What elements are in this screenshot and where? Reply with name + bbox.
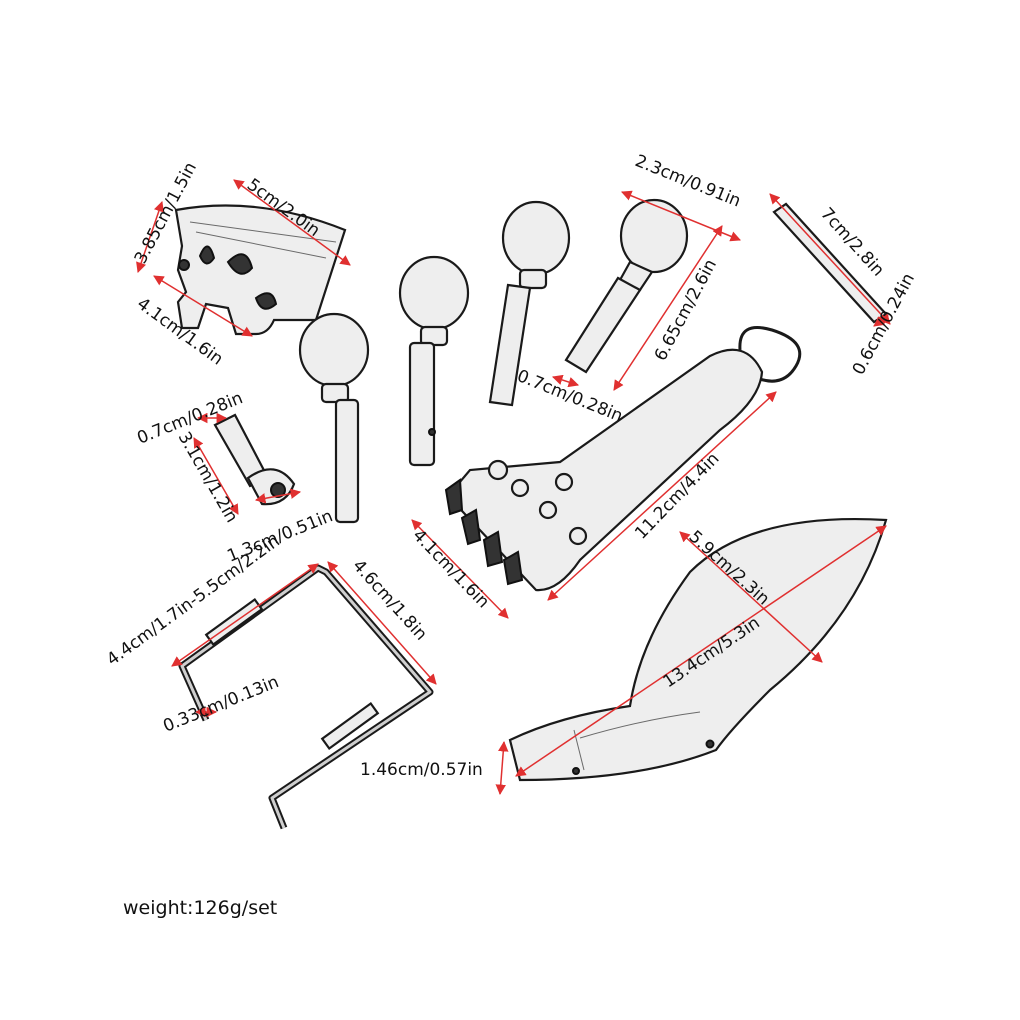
dimension-arrows [136, 179, 891, 796]
peg-3 [488, 200, 571, 407]
weight-text: weight:126g/set [123, 897, 278, 919]
peg-2 [398, 255, 470, 467]
chinrest-height-label: 1.46cm/0.57in [360, 760, 483, 780]
peg-shaft-diameter-label: 0.7cm/0.28in [514, 366, 625, 427]
peg-1 [298, 312, 370, 524]
clamp-rod-label: 0.33cm/0.13in [160, 672, 281, 737]
